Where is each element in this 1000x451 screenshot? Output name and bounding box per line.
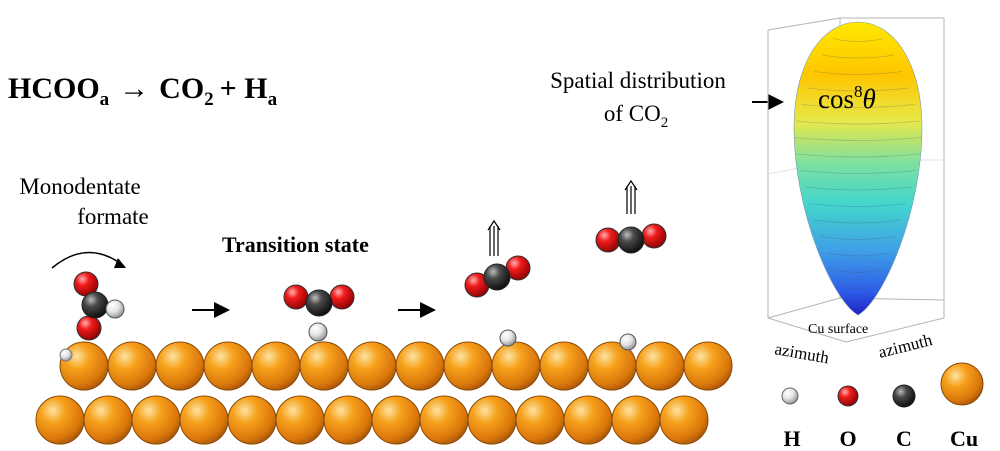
copper-atom: [443, 341, 493, 391]
rotation-arrow-icon: [51, 251, 125, 269]
upward-motion-arrow-icon: [487, 219, 501, 256]
copper-atom: [275, 395, 325, 445]
carbon-atom: [305, 289, 333, 317]
copper-atom: [299, 341, 349, 391]
lobe-mesh-line: [809, 203, 907, 207]
hydrogen-atom: [105, 299, 125, 319]
oxygen-atom: [641, 223, 667, 249]
hydrogen-atom: [619, 333, 637, 351]
legend-label-cu: Cu: [950, 426, 978, 451]
copper-atom: [155, 341, 205, 391]
copper-atom: [251, 341, 301, 391]
transition-state-molecule: [283, 284, 355, 342]
copper-atom: [563, 395, 613, 445]
transition-state-label: Transition state: [222, 232, 369, 257]
oxygen-atom: [283, 284, 309, 310]
azimuth-right-label: azimuth: [876, 330, 934, 362]
carbon-atom: [617, 226, 645, 254]
of-co2-label: of CO2: [604, 101, 668, 131]
lobe-mesh-line: [796, 153, 920, 158]
spatial-distribution-label: Spatial distribution: [550, 68, 726, 93]
lobe-mesh-line: [832, 38, 884, 42]
desorbed-co2-molecule: [595, 223, 667, 254]
copper-atom: [491, 341, 541, 391]
lobe-mesh-line: [814, 71, 902, 75]
oxygen-atom: [76, 315, 102, 341]
desorbing-co2-molecule: [464, 255, 531, 298]
lobe-mesh-line: [827, 252, 889, 257]
copper-atom: [131, 395, 181, 445]
formate-label: formate: [77, 204, 149, 229]
copper-atom: [635, 341, 685, 391]
copper-atom: [683, 341, 733, 391]
lobe-mesh-line: [804, 186, 912, 191]
copper-atom: [179, 395, 229, 445]
legend-oxygen-icon: [837, 385, 859, 407]
cu-surface-label: Cu surface: [808, 322, 868, 337]
legend-label-c: C: [896, 426, 912, 451]
carbon-atom: [81, 291, 109, 319]
lobe-mesh-line: [842, 285, 874, 290]
lobe-mesh-line: [851, 302, 865, 306]
copper-atom: [539, 341, 589, 391]
copper-atom: [203, 341, 253, 391]
lobe-mesh-line: [834, 269, 882, 273]
copper-front-row: [59, 341, 733, 391]
azimuth-left-label: azimuth: [773, 339, 831, 367]
copper-atom: [83, 395, 133, 445]
copper-atom: [419, 395, 469, 445]
hydrogen-atom: [59, 348, 73, 362]
copper-atom: [323, 395, 373, 445]
legend-copper-icon: [940, 362, 984, 406]
reaction-equation: HCOOa→CO2+ Ha: [8, 72, 278, 110]
lobe-mesh-lines: [794, 38, 922, 306]
legend-label-o: O: [839, 426, 856, 451]
lobe-mesh-line: [801, 104, 915, 108]
hydrogen-atom: [308, 322, 328, 342]
copper-atom: [227, 395, 277, 445]
copper-atom: [659, 395, 709, 445]
carbon-atom: [483, 263, 511, 291]
legend-hydrogen-icon: [781, 387, 799, 405]
lobe-mesh-line: [822, 54, 894, 59]
copper-atom: [371, 395, 421, 445]
copper-atom: [35, 395, 85, 445]
lobe-mesh-line: [800, 170, 916, 174]
oxygen-atom: [595, 227, 621, 253]
upward-motion-arrow-icon: [624, 179, 638, 214]
lobe-mesh-line: [794, 137, 922, 141]
distribution-plot: cos8θ Cu surface azimuth azimuth: [767, 17, 945, 368]
copper-atom: [395, 341, 445, 391]
cos8-theta-label: cos8θ: [818, 82, 876, 114]
monodentate-label: Monodentate: [19, 174, 140, 199]
hydrogen-atom: [499, 329, 517, 347]
cos8-lobe-surface: [793, 21, 923, 316]
copper-back-row: [35, 395, 709, 445]
copper-atom: [347, 341, 397, 391]
copper-atom: [107, 341, 157, 391]
lobe-mesh-line: [795, 120, 921, 125]
lobe-mesh-line: [814, 219, 902, 224]
legend-label-h: H: [783, 426, 800, 451]
oxygen-atom: [329, 284, 355, 310]
atom-legend: H O C Cu: [781, 362, 984, 451]
legend-carbon-icon: [892, 384, 916, 408]
lobe-mesh-line: [820, 236, 896, 240]
rotation-arrowhead-icon: [114, 258, 126, 268]
copper-atom: [467, 395, 517, 445]
lobe-mesh-line: [807, 87, 909, 92]
copper-atom: [611, 395, 661, 445]
copper-atom: [515, 395, 565, 445]
monodentate-formate-molecule: [73, 271, 125, 341]
